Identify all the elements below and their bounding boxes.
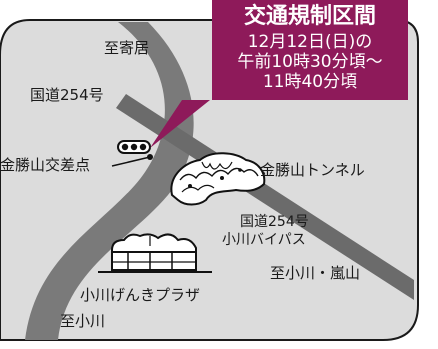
label-intersection: 金勝山交差点: [0, 156, 91, 174]
mountain-tunnel-icon: [170, 152, 266, 206]
callout-time-end: 11時40分頃: [262, 72, 358, 92]
label-to-ogawa-ranzan: 至小川・嵐山: [270, 264, 361, 282]
label-bypass-line1: 国道254号: [240, 214, 309, 230]
callout-time-start: 午前10時30分頃～: [237, 52, 383, 72]
callout-date: 12月12日(日)の: [247, 32, 373, 52]
label-to-ogawa: 至小川: [60, 312, 106, 330]
intersection-leader: [111, 156, 151, 167]
callout-shape: [150, 0, 408, 148]
label-route254: 国道254号: [30, 86, 104, 104]
plaza-building-icon: [98, 233, 212, 273]
intersection-dot: [147, 154, 153, 160]
label-tunnel: 金勝山トンネル: [260, 161, 365, 179]
traffic-regulation-callout: 交通規制区間 12月12日(日)の 午前10時30分頃～ 11時40分頃: [212, 0, 408, 100]
label-plaza: 小川げんきプラザ: [80, 286, 201, 304]
label-bypass-line2: 小川バイパス: [222, 232, 306, 248]
callout-title: 交通規制区間: [243, 4, 376, 29]
traffic-signal-icon: [117, 140, 151, 154]
label-to-yoriki: 至寄居: [104, 39, 150, 57]
bypass-road: [116, 94, 414, 300]
main-road: [25, 22, 194, 340]
